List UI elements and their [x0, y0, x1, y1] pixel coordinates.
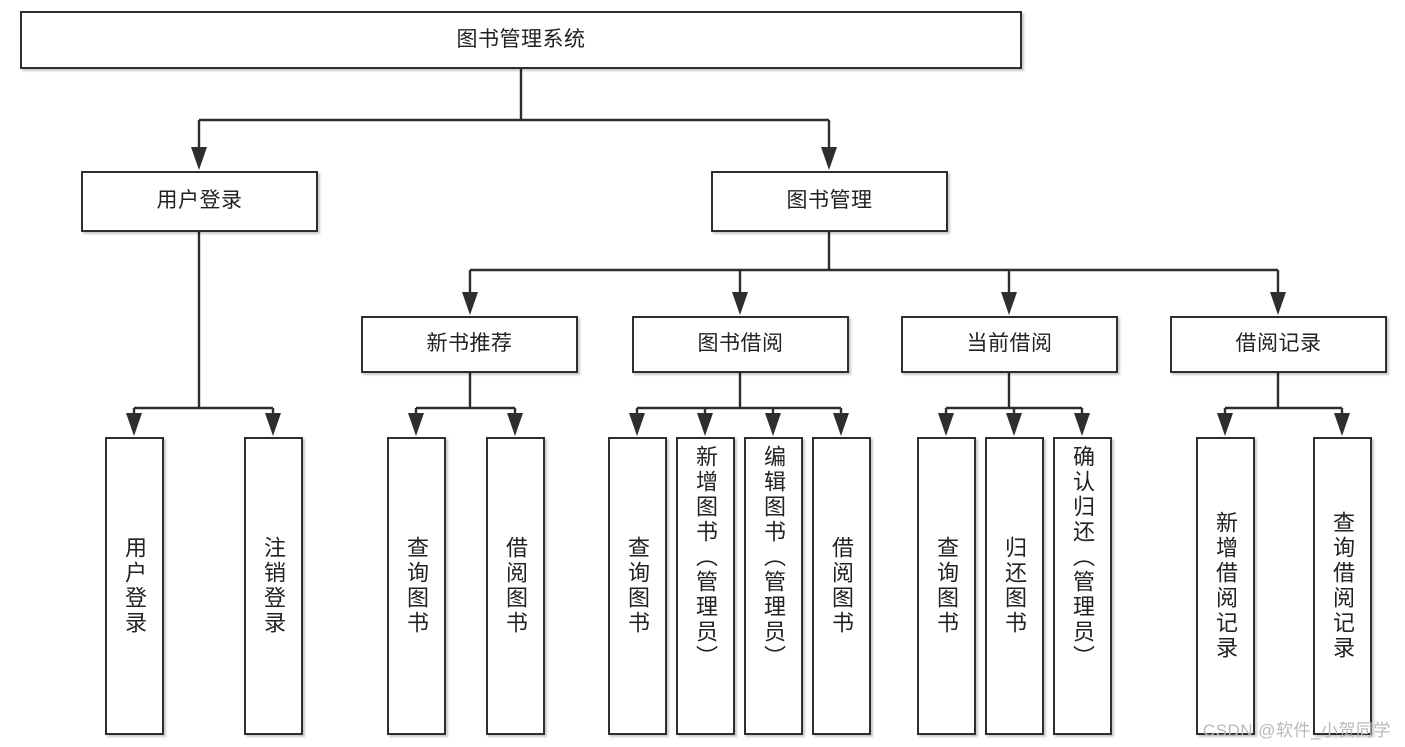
connector-line — [1223, 373, 1344, 420]
node-label: 用户登录 — [122, 536, 148, 636]
node-label: 当前借阅 — [966, 332, 1053, 356]
arrowhead-icon — [265, 413, 281, 436]
node-label: 图书管理系统 — [456, 27, 586, 51]
node-label: 新增图书（管理员） — [693, 445, 719, 670]
node-label: 确认归还（管理员） — [1070, 445, 1096, 670]
node-user-login[interactable]: 用户登录 — [81, 171, 318, 232]
connector-line — [132, 232, 275, 420]
arrowhead-icon — [1006, 413, 1022, 436]
arrowhead-icon — [462, 292, 478, 315]
arrowhead-icon — [126, 413, 142, 436]
node-leaf-borrow-book-2[interactable]: 借阅图书 — [812, 437, 871, 735]
node-label: 注销登录 — [261, 536, 287, 636]
node-leaf-query-record[interactable]: 查询借阅记录 — [1313, 437, 1372, 735]
node-label: 归还图书 — [1002, 536, 1028, 636]
connector-line — [635, 373, 843, 420]
arrowhead-icon — [697, 413, 713, 436]
node-label: 新增借阅记录 — [1213, 511, 1239, 661]
node-new-book-recommend[interactable]: 新书推荐 — [361, 316, 578, 373]
node-current-borrow[interactable]: 当前借阅 — [901, 316, 1118, 373]
edge-group — [126, 232, 281, 436]
node-leaf-add-record[interactable]: 新增借阅记录 — [1196, 437, 1255, 735]
arrowhead-icon — [507, 413, 523, 436]
connector-line — [414, 373, 517, 420]
arrowhead-icon — [1270, 292, 1286, 315]
node-leaf-user-login[interactable]: 用户登录 — [105, 437, 164, 735]
node-label: 借阅记录 — [1235, 332, 1322, 356]
node-leaf-edit-book[interactable]: 编辑图书（管理员） — [744, 437, 803, 735]
node-label: 图书借阅 — [697, 332, 784, 356]
node-book-borrow[interactable]: 图书借阅 — [632, 316, 849, 373]
node-label: 借阅图书 — [503, 536, 529, 636]
node-book-manage[interactable]: 图书管理 — [711, 171, 948, 232]
node-root[interactable]: 图书管理系统 — [20, 11, 1022, 69]
node-label: 查询图书 — [625, 536, 651, 636]
node-label: 图书管理 — [786, 189, 873, 213]
arrowhead-icon — [765, 413, 781, 436]
node-leaf-query-book-2[interactable]: 查询图书 — [608, 437, 667, 735]
arrowhead-icon — [1334, 413, 1350, 436]
node-leaf-borrow-book-1[interactable]: 借阅图书 — [486, 437, 545, 735]
node-leaf-confirm-return[interactable]: 确认归还（管理员） — [1053, 437, 1112, 735]
node-label: 借阅图书 — [829, 536, 855, 636]
connector-line — [944, 373, 1084, 420]
arrowhead-icon — [938, 413, 954, 436]
node-label: 查询借阅记录 — [1330, 511, 1356, 661]
node-label: 新书推荐 — [426, 332, 513, 356]
edge-group — [462, 232, 1286, 315]
arrowhead-icon — [821, 147, 837, 170]
arrowhead-icon — [191, 147, 207, 170]
arrowhead-icon — [629, 413, 645, 436]
watermark: CSDN @软件_小贺同学 — [1202, 721, 1391, 740]
node-label: 查询图书 — [404, 536, 430, 636]
connector-line — [197, 69, 831, 154]
arrowhead-icon — [833, 413, 849, 436]
node-label: 查询图书 — [934, 536, 960, 636]
node-leaf-logout-login[interactable]: 注销登录 — [244, 437, 303, 735]
arrowhead-icon — [1217, 413, 1233, 436]
arrowhead-icon — [1001, 292, 1017, 315]
arrowhead-icon — [1074, 413, 1090, 436]
arrowhead-icon — [732, 292, 748, 315]
node-label: 用户登录 — [156, 189, 243, 213]
node-label: 编辑图书（管理员） — [761, 445, 787, 670]
edge-group — [408, 373, 523, 436]
connector-line — [468, 232, 1280, 299]
edge-group — [938, 373, 1090, 436]
node-leaf-add-book[interactable]: 新增图书（管理员） — [676, 437, 735, 735]
edge-group — [191, 69, 837, 170]
node-leaf-query-book-1[interactable]: 查询图书 — [387, 437, 446, 735]
node-leaf-query-book-3[interactable]: 查询图书 — [917, 437, 976, 735]
node-leaf-return-book[interactable]: 归还图书 — [985, 437, 1044, 735]
arrowhead-icon — [408, 413, 424, 436]
node-borrow-record[interactable]: 借阅记录 — [1170, 316, 1387, 373]
edge-group — [1217, 373, 1350, 436]
edge-group — [629, 373, 849, 436]
